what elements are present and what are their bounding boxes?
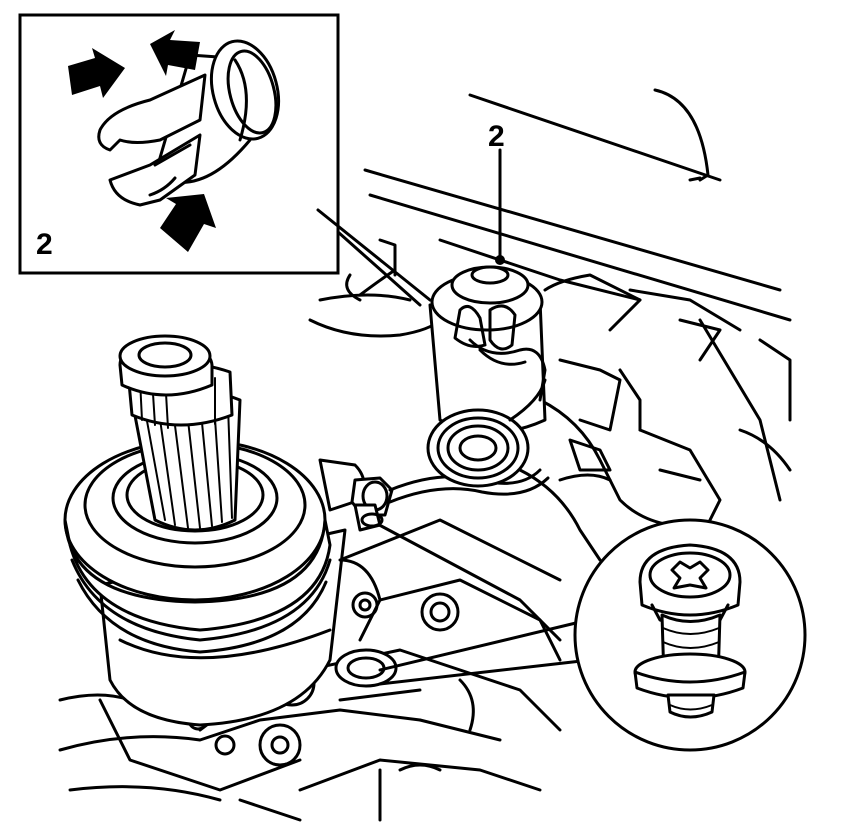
screw-detail: [378, 518, 807, 752]
arrow-bottom-icon: [160, 194, 216, 252]
inset-panel: [18, 13, 432, 307]
spring-clip-installed: [426, 265, 547, 488]
arrow-left-icon: [68, 48, 125, 98]
part-callout-label: 2: [488, 120, 505, 153]
inset-callout-label: 2: [36, 228, 53, 261]
arrow-top-icon: [150, 30, 200, 76]
input-shaft: [118, 334, 242, 532]
label-2-leader: [495, 148, 505, 265]
clip-detail-drawing: [97, 39, 281, 207]
release-bearing-assembly: [63, 438, 394, 727]
